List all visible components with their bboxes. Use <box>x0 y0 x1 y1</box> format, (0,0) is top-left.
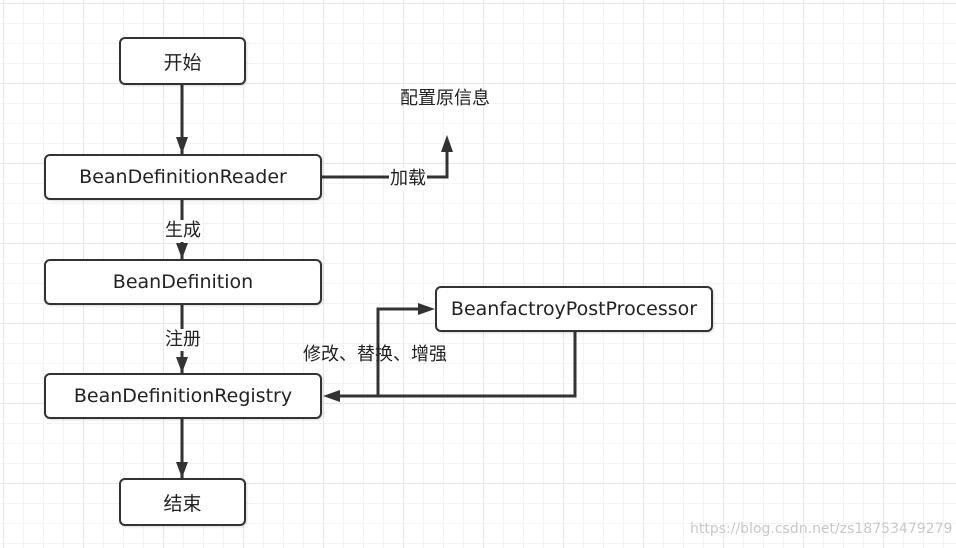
arrowhead-reader <box>176 137 188 154</box>
start-node[interactable]: 开始 <box>119 37 246 85</box>
generate-label: 生成 <box>164 220 202 242</box>
arrowhead-registry-left <box>323 390 340 402</box>
config-source-label: 配置原信息 <box>400 88 490 109</box>
bean-factory-post-processor-node[interactable]: BeanfactroyPostProcessor <box>435 286 713 332</box>
bean-definition-node[interactable]: BeanDefinition <box>44 259 322 305</box>
load-label: 加载 <box>389 168 427 190</box>
arrowhead-postprocessor <box>418 303 435 315</box>
edge-registry-to-postprocessor <box>376 307 418 396</box>
arrowhead-config <box>441 135 453 152</box>
arrowhead-end <box>176 462 188 478</box>
edge-postprocessor-to-registry <box>340 332 577 398</box>
watermark: https://blog.csdn.net/zs18753479279 <box>690 521 953 537</box>
modify-replace-enhance-label: 修改、替换、增强 <box>303 344 447 365</box>
end-node[interactable]: 结束 <box>119 478 246 526</box>
arrowhead-registry <box>176 357 188 373</box>
register-label: 注册 <box>164 329 202 351</box>
arrowhead-definition <box>176 243 188 259</box>
bean-definition-reader-node[interactable]: BeanDefinitionReader <box>44 154 322 200</box>
edge-reader-to-config <box>321 142 449 179</box>
bean-definition-registry-node[interactable]: BeanDefinitionRegistry <box>44 373 322 419</box>
